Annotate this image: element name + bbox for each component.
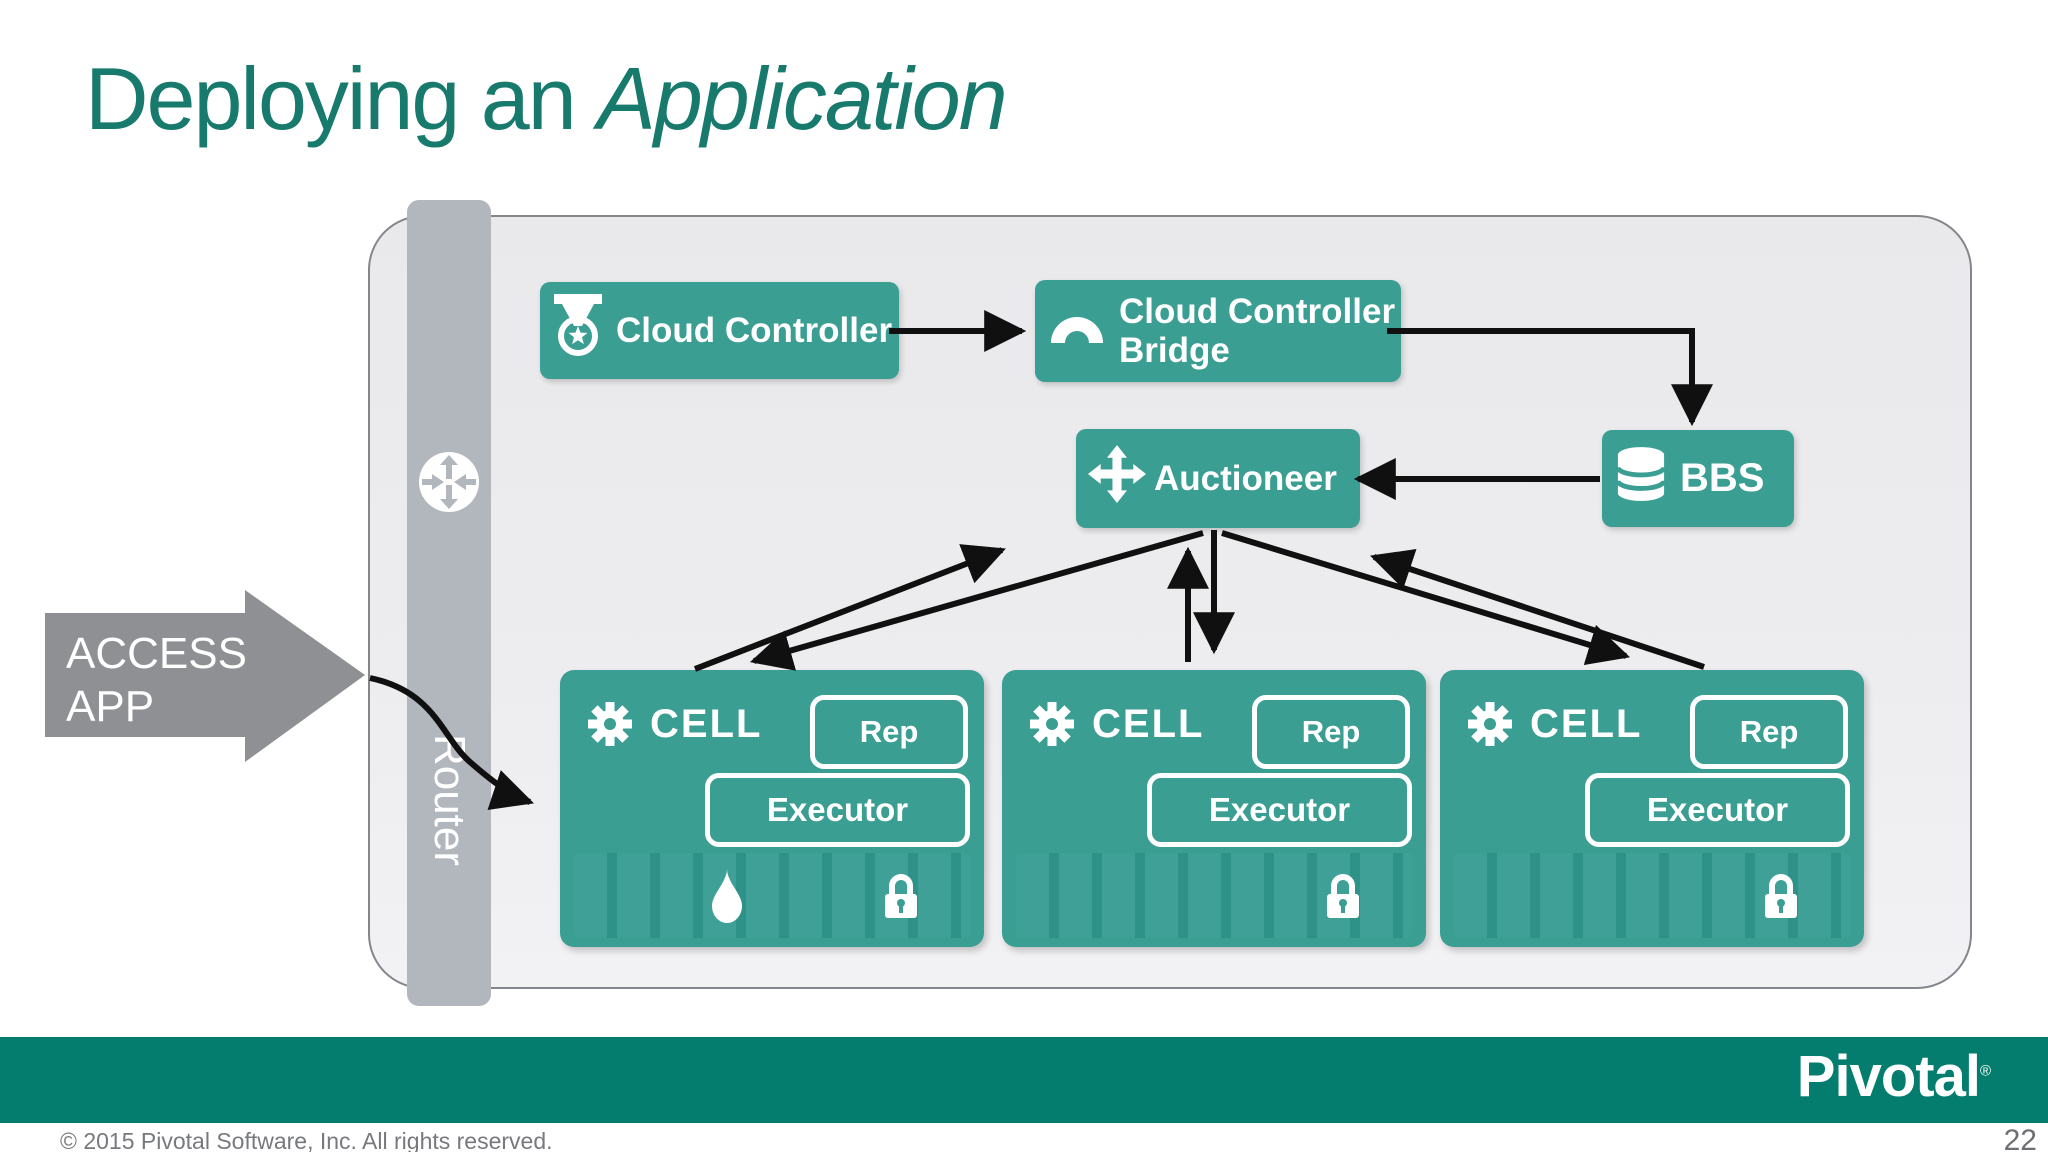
node-bbs-label: BBS bbox=[1680, 456, 1765, 500]
access-app-label: ACCESS APP bbox=[66, 629, 247, 731]
cell-label: CELL bbox=[650, 702, 763, 746]
router-icon bbox=[417, 450, 481, 514]
database-icon bbox=[1615, 446, 1667, 512]
executor-box: Executor bbox=[1585, 773, 1850, 847]
rep-box: Rep bbox=[1690, 695, 1848, 769]
node-auctioneer-label: Auctioneer bbox=[1154, 458, 1337, 498]
gear-icon bbox=[1028, 700, 1076, 748]
rep-box: Rep bbox=[810, 695, 968, 769]
node-cloud-controller-bridge: Cloud Controller Bridge bbox=[1035, 280, 1401, 382]
node-cloud-controller-bridge-label: Cloud Controller Bridge bbox=[1119, 291, 1396, 370]
executor-box: Executor bbox=[705, 773, 970, 847]
pivotal-logo: Pivotal® bbox=[1796, 1044, 1991, 1109]
page-number: 22 bbox=[2003, 1124, 2037, 1152]
router-bar: Router bbox=[407, 200, 491, 1006]
node-auctioneer: Auctioneer bbox=[1076, 429, 1360, 528]
node-bbs: BBS bbox=[1602, 430, 1794, 527]
cell-1: CELL Rep Executor bbox=[560, 670, 984, 947]
droplet-icon bbox=[710, 868, 744, 924]
footer-bar: Pivotal® bbox=[0, 1037, 2048, 1123]
gear-icon bbox=[1466, 700, 1514, 748]
rep-box: Rep bbox=[1252, 695, 1410, 769]
executor-box: Executor bbox=[1147, 773, 1412, 847]
bridge-arch-icon bbox=[1049, 311, 1105, 351]
cell-label: CELL bbox=[1530, 702, 1643, 746]
lock-icon bbox=[1760, 870, 1802, 922]
gear-icon bbox=[586, 700, 634, 748]
node-cloud-controller-label: Cloud Controller bbox=[616, 310, 893, 350]
slide-title-regular: Deploying an bbox=[85, 49, 598, 148]
cell-2: CELL Rep Executor bbox=[1002, 670, 1426, 947]
registered-mark: ® bbox=[1979, 1062, 1991, 1080]
move-arrows-icon bbox=[1088, 445, 1146, 512]
router-label: Router bbox=[425, 733, 475, 867]
cell-label: CELL bbox=[1092, 702, 1205, 746]
node-cloud-controller: Cloud Controller bbox=[540, 282, 899, 379]
lock-icon bbox=[880, 870, 922, 922]
slide-title: Deploying an Application bbox=[85, 48, 1008, 150]
access-app-arrow bbox=[45, 590, 365, 762]
copyright-text: © 2015 Pivotal Software, Inc. All rights… bbox=[60, 1128, 553, 1152]
medal-icon bbox=[552, 294, 604, 367]
slide-title-italic: Application bbox=[597, 49, 1008, 148]
lock-icon bbox=[1322, 870, 1364, 922]
cell-3: CELL Rep Executor bbox=[1440, 670, 1864, 947]
